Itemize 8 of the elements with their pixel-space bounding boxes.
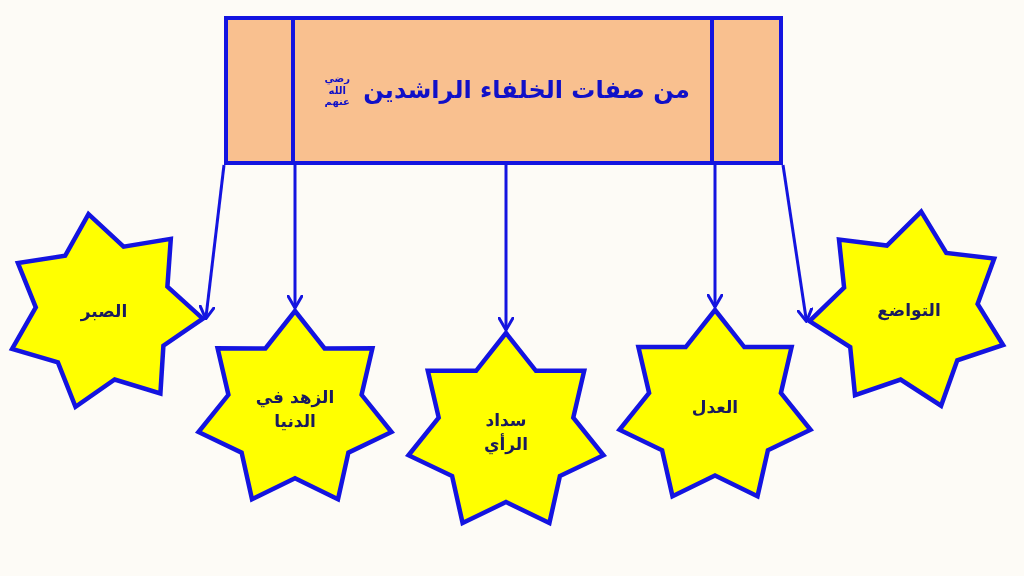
arrow <box>497 165 515 332</box>
title-text: من صفات الخلفاء الراشدين <box>363 74 690 106</box>
heading-box <box>224 16 783 165</box>
honorific-text: رضي الله عنهم <box>323 73 352 108</box>
arrow <box>706 165 724 309</box>
arrow <box>781 164 814 323</box>
arrow <box>198 164 226 321</box>
arrow <box>286 165 304 310</box>
